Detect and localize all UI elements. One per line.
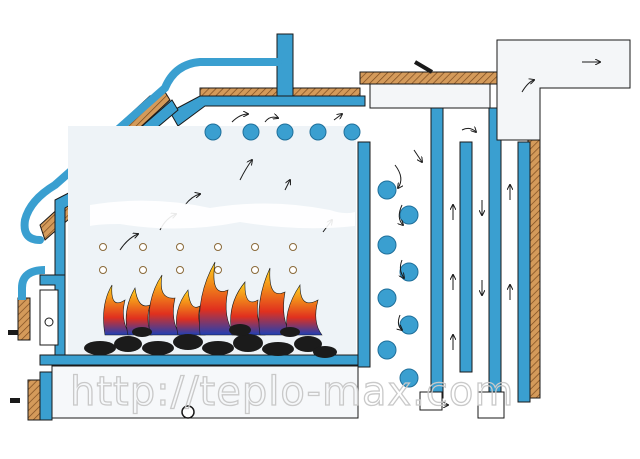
coal-bed: [84, 324, 337, 358]
cleanout-port-icon: [181, 405, 195, 419]
watermark-text: http://teplo-max.com: [70, 369, 514, 415]
flue-outlet: [496, 39, 631, 141]
top-cover: [369, 83, 491, 109]
hot-water-outlet: [276, 33, 294, 101]
return-pipe: [18, 58, 282, 300]
smoke-band: [90, 200, 355, 229]
water-tubes: [204, 123, 419, 388]
flames: [103, 261, 323, 336]
ash-pit: [51, 365, 505, 419]
door-bolt-icon: [44, 317, 54, 327]
secondary-air-holes: [99, 243, 297, 274]
loading-door: [8, 289, 59, 403]
